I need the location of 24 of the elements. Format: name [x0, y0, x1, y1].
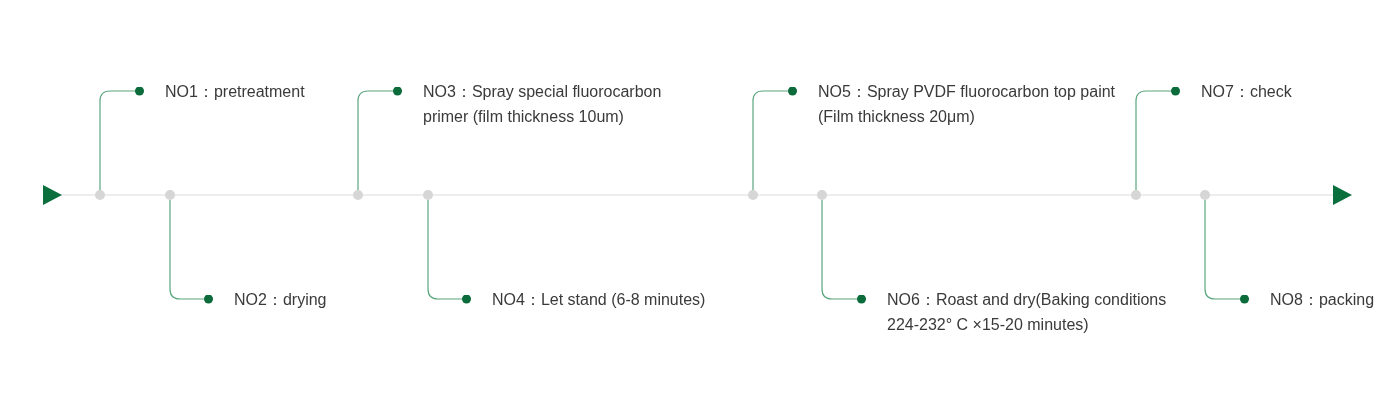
leader-line [427, 199, 472, 304]
leader-line [1135, 86, 1181, 191]
step-label: NO4：Let stand (6-8 minutes) [471, 286, 752, 312]
timeline-dot [748, 190, 758, 200]
timeline-dot [353, 190, 363, 200]
timeline-dot [165, 190, 175, 200]
step-label: NO5：Spray PVDF fluorocarbon top paint (Film thickness 20μm) [797, 78, 1133, 129]
leader-line [99, 86, 145, 191]
leader-line [357, 86, 403, 191]
leader-line [821, 199, 867, 304]
leader-line [169, 199, 214, 304]
timeline-dot [1200, 190, 1210, 200]
step-label: NO7：check [1180, 78, 1321, 104]
step-label: NO1：pretreatment [144, 78, 365, 104]
timeline-dot [423, 190, 433, 200]
step-label: NO6：Roast and dry(Baking conditions 224-232° C ×15-20 minutes) [866, 286, 1187, 337]
timeline-dot [817, 190, 827, 200]
leader-line [1204, 199, 1250, 304]
timeline-dot [1131, 190, 1141, 200]
step-label: NO2：drying [213, 286, 384, 312]
step-label: NO8：packing [1249, 286, 1398, 312]
leader-line [752, 86, 798, 191]
step-label: NO3：Spray special fluorocarbon primer (film thickness 10um) [402, 78, 685, 129]
timeline-dot [95, 190, 105, 200]
